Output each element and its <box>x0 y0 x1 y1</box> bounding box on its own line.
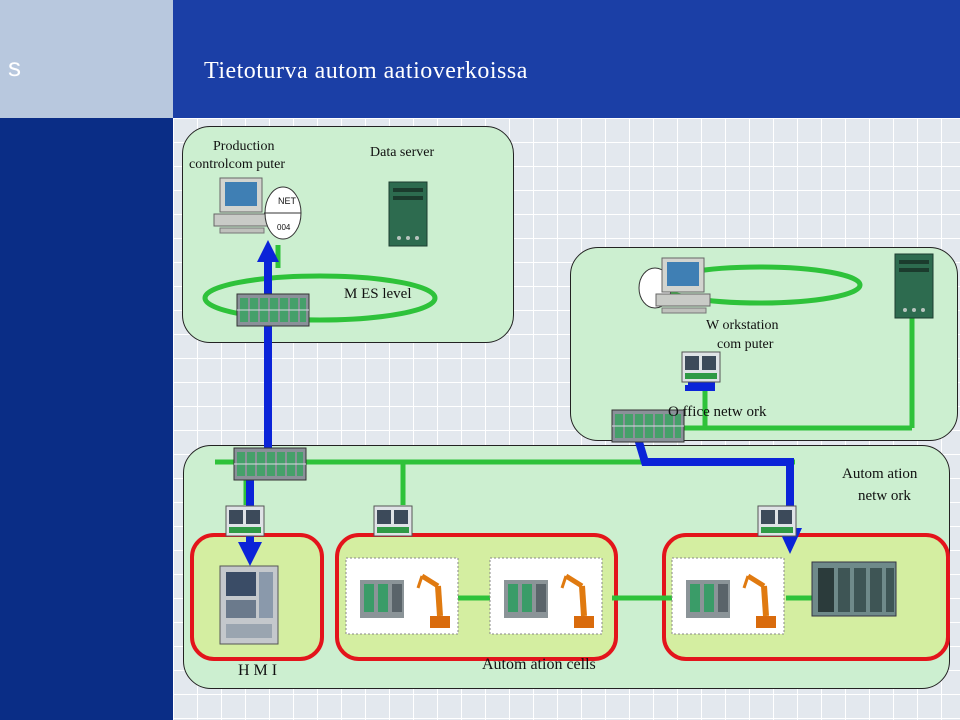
data-server-label: Data server <box>370 145 435 160</box>
plc-module-icon <box>757 505 797 537</box>
title-bar <box>173 0 960 118</box>
hmi-module-icon <box>225 505 265 537</box>
net-badge-label: NET <box>278 196 296 206</box>
mes-switch-icon <box>236 293 310 327</box>
plc-rack-icon <box>811 561 897 617</box>
production-label-line1: Production <box>213 139 275 154</box>
automation-network-label-line2: netw ork <box>858 488 911 504</box>
workstation-label-line1: W orkstation <box>706 318 779 333</box>
cell-module-icon <box>373 505 413 537</box>
data-path-arrows <box>238 240 802 566</box>
production-computer-icon <box>213 177 269 234</box>
robot-cell-icon <box>672 558 784 634</box>
year-badge-label: 004 <box>277 223 291 232</box>
data-server-icon <box>388 181 428 247</box>
left-band <box>0 0 173 720</box>
automation-cells-label: Autom ation cells <box>482 656 596 673</box>
corner-glyph: s <box>8 52 21 82</box>
left-strip <box>0 0 173 118</box>
automation-switch-icon <box>233 447 307 481</box>
office-server-icon <box>894 253 934 319</box>
office-network-label: O ffice netw ork <box>668 404 767 420</box>
robot-cell-icon <box>346 558 458 634</box>
hmi-panel-icon <box>219 565 279 645</box>
robot-cell-icon <box>490 558 602 634</box>
mes-ring <box>202 273 438 323</box>
slide-title: Tietoturva autom aatioverkoissa <box>204 58 528 84</box>
workstation-computer-icon <box>655 257 711 314</box>
hmi-label: H M I <box>238 662 278 679</box>
office-zone <box>570 247 958 441</box>
automation-network-label-line1: Autom ation <box>842 466 918 482</box>
mes-level-label: M ES level <box>344 286 412 302</box>
office-gateway-icon <box>681 351 721 383</box>
production-label-line2: controlcom puter <box>189 157 286 172</box>
workstation-label-line2: com puter <box>717 337 774 352</box>
